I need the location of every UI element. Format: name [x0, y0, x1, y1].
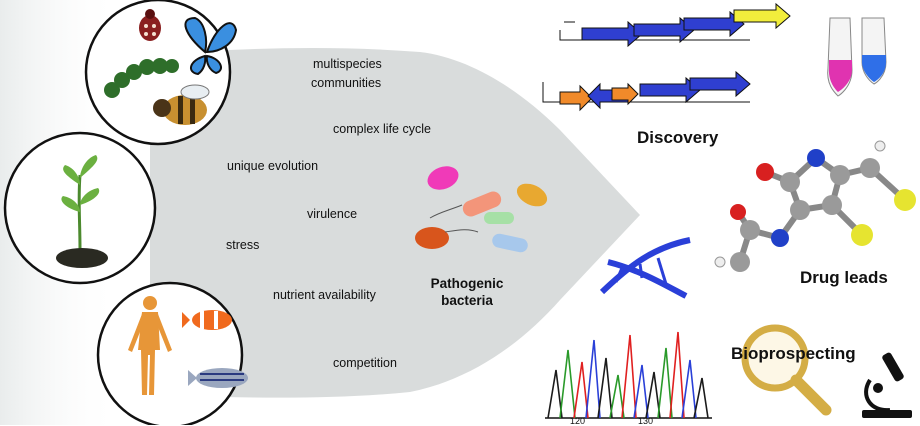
caterpillar-icon: [104, 58, 179, 98]
zebrafish-icon: [188, 368, 248, 388]
chromatogram-icon: [545, 331, 712, 419]
human-fish-circle: [96, 281, 244, 425]
label-multispecies: multispecies: [313, 57, 382, 71]
label-pathogenic-bacteria: Pathogenic bacteria: [412, 275, 522, 309]
label-bioprospecting: Bioprospecting: [731, 344, 856, 363]
label-virulence: virulence: [307, 207, 358, 221]
label-communities: communities: [311, 76, 382, 90]
chromatogram-tick-130: 130: [638, 416, 654, 426]
bee-icon: [153, 84, 210, 125]
gene-cluster-2-icon: [542, 70, 751, 112]
gene-cluster-1-icon: [559, 2, 791, 48]
label-complex-life-cycle: complex life cycle: [333, 122, 431, 136]
dna-icon: [599, 237, 691, 299]
label-stress: stress: [226, 238, 260, 252]
butterfly-icon: [184, 16, 238, 76]
label-unique-evolution: unique evolution: [227, 159, 319, 173]
clownfish-icon: [182, 310, 232, 330]
magnifier-icon: [741, 324, 832, 416]
test-tube-icon: [827, 17, 887, 97]
chromatogram-tick-120: 120: [570, 416, 586, 426]
label-drug-leads: Drug leads: [800, 268, 888, 287]
label-discovery: Discovery: [637, 128, 719, 147]
label-nutrient-availability: nutrient availability: [273, 288, 376, 302]
sprout-icon: [56, 155, 108, 268]
molecule-icon: [714, 140, 916, 272]
label-pathogenic: Pathogenic: [430, 276, 504, 291]
label-bacteria: bacteria: [441, 293, 493, 308]
microscope-icon: [862, 352, 912, 418]
label-competition: competition: [333, 356, 397, 370]
bacteria-cluster-icon: [415, 166, 548, 253]
human-icon: [128, 296, 172, 395]
funnel-shape: [150, 48, 640, 398]
ladybug-icon: [139, 9, 161, 41]
